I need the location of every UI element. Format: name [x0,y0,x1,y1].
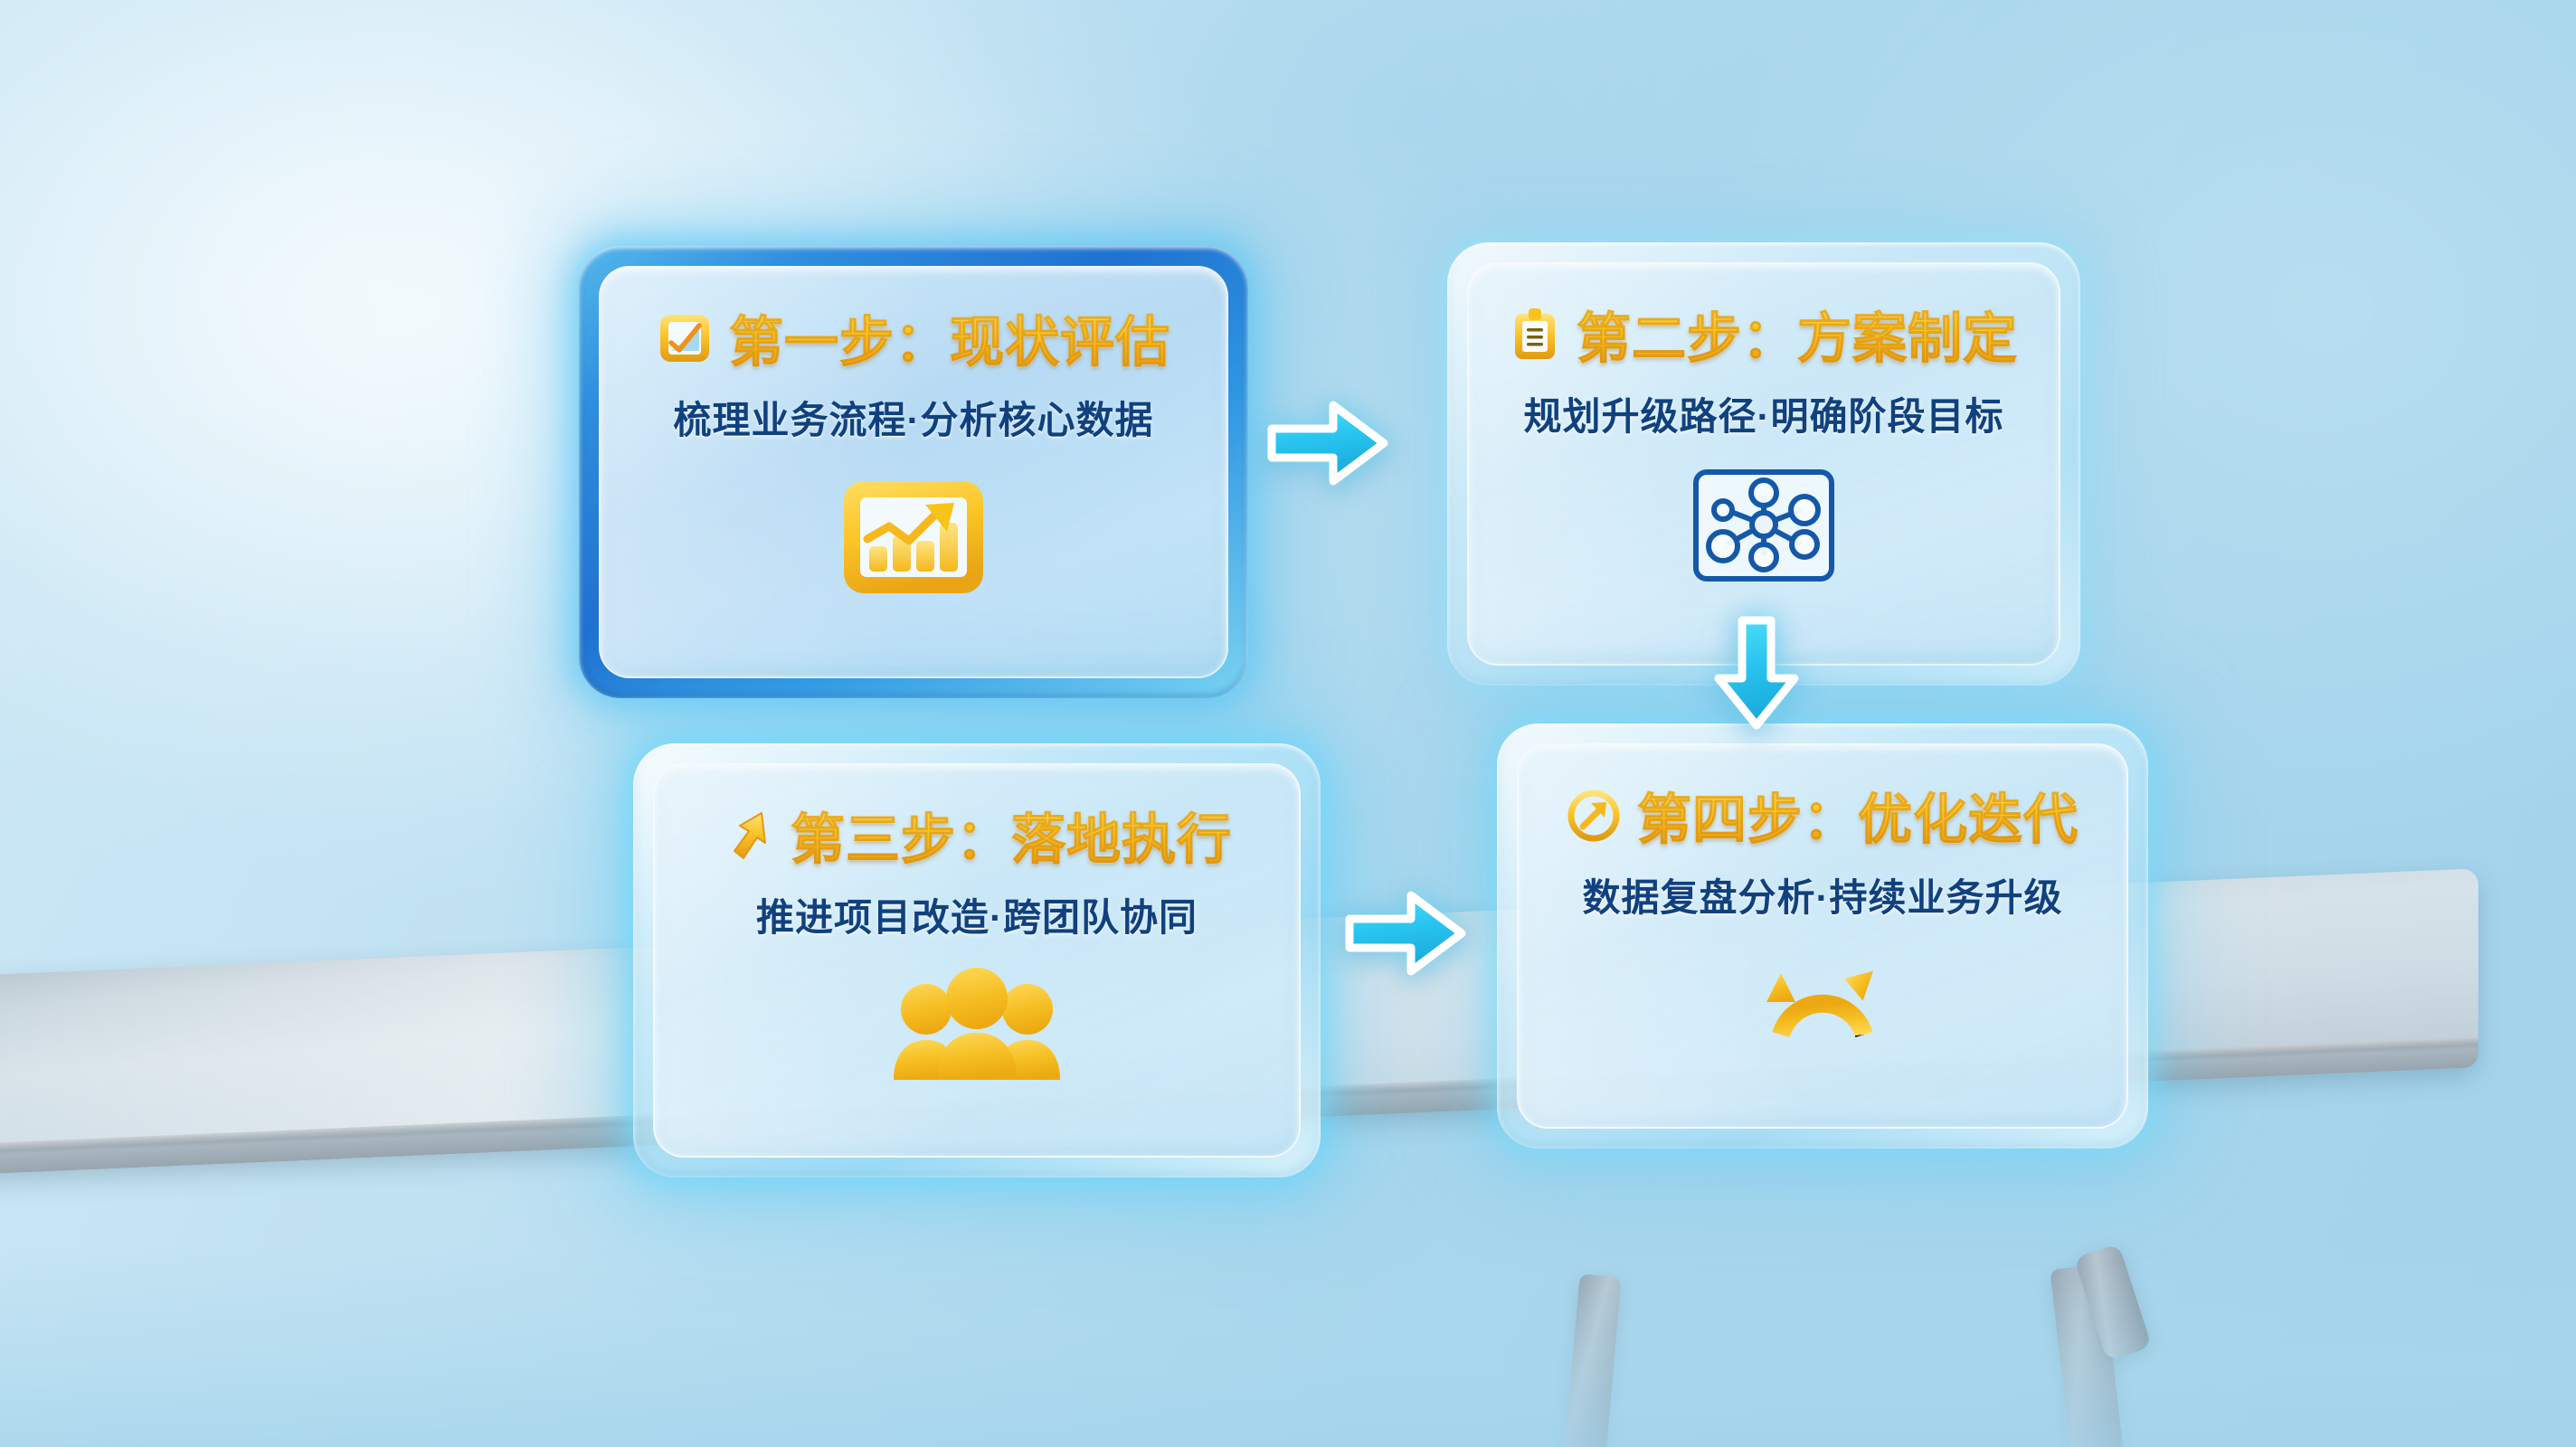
card-3-title: 第三步：落地执行 [791,796,1232,875]
card-4-content: 第四步：优化迭代 数据复盘分析·持续业务升级 [1517,743,2128,1129]
team-people-icon [886,966,1067,1083]
refresh-loop-icon [1750,946,1895,1082]
step-card-3[interactable]: 第三步：落地执行 推进项目改造·跨团队协同 [633,743,1321,1177]
cursor-arrow-icon [722,808,774,864]
circle-arrow-up-right-icon [1567,789,1621,843]
checklist-chart-icon [657,310,713,366]
card-2-title-row: 第二步：方案制定 [1510,295,2018,374]
step-card-1[interactable]: 第一步：现状评估 梳理业务流程·分析核心数据 [579,246,1248,698]
table-leg-left [1558,1273,1622,1447]
card-4-title-row: 第四步：优化迭代 [1567,776,2079,855]
card-2-panel [1467,262,2060,666]
card-3-title-row: 第三步：落地执行 [722,796,1232,875]
card-2-title: 第二步：方案制定 [1577,295,2018,374]
card-1-title-row: 第一步：现状评估 [657,298,1170,377]
card-2-content: 第二步：方案制定 规划升级路径·明确阶段目标 [1467,262,2060,666]
card-3-subtitle: 推进项目改造·跨团队协同 [756,896,1198,939]
card-1-title: 第一步：现状评估 [729,298,1170,377]
card-3-content: 第三步：落地执行 推进项目改造·跨团队协同 [653,763,1301,1158]
card-1-subtitle: 梳理业务流程·分析核心数据 [673,399,1154,441]
network-nodes-icon [1687,465,1841,588]
card-2-subtitle: 规划升级路径·明确阶段目标 [1523,395,2004,438]
step-card-2[interactable]: 第二步：方案制定 规划升级路径·明确阶段目标 [1447,242,2080,686]
card-4-title: 第四步：优化迭代 [1637,776,2079,855]
bar-chart-growth-icon [837,468,990,604]
floor-fade [0,1248,2576,1447]
arrow-right-icon [1259,401,1395,501]
card-4-subtitle: 数据复盘分析·持续业务升级 [1582,876,2063,919]
card-1-content: 第一步：现状评估 梳理业务流程·分析核心数据 [599,266,1228,678]
clipboard-icon [1510,307,1560,363]
step-card-4[interactable]: 第四步：优化迭代 数据复盘分析·持续业务升级 [1497,724,2148,1149]
arrow-down-icon [1702,616,1811,738]
arrow-right-icon [1337,891,1473,991]
connector-2-to-4 [1702,608,1811,739]
connector-1-to-2 [1259,389,1395,502]
card-4-panel [1517,743,2128,1129]
connector-3-to-4 [1337,879,1473,992]
